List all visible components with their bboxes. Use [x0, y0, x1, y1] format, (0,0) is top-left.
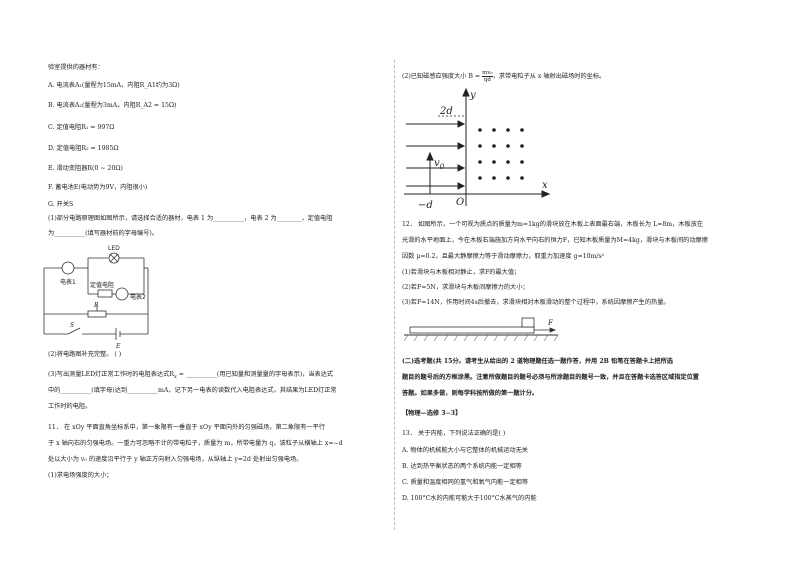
q12-line2: 光滑的水平地面上，今在木板右端施加方向水平向右的恒力F，已知木板质量为M=4kg…: [402, 237, 708, 244]
section-line1: (二)选考题(共 15分。请考生从给出的 2 道物理题任选一题作答，并用 2B …: [402, 358, 673, 365]
q3-line1-c: = __________(用已知量和测量量的字母表示)，当表达式: [176, 371, 334, 378]
origin-label: O: [456, 197, 464, 208]
fraction-denominator: qd: [483, 77, 491, 83]
q1-line2: 为__________(填写器材前的字母编号)。: [48, 230, 159, 237]
led-label: LED: [108, 245, 120, 252]
meter1-label: 电表1: [60, 278, 76, 286]
q12-sub1: (1)若滑块与木板相对静止，求F的最大值；: [402, 269, 521, 276]
circuit-diagram: LED 电表1 电表2 定值电阻 R S E: [43, 245, 149, 350]
section-line2: 题目的题号后的方框涂黑。注意所做题目的题号必须与所涂题目的题号一致，并且在答题卡…: [402, 374, 699, 381]
column-divider: [394, 60, 395, 530]
q11-sub2-b: ，求带电粒子从 x 轴射出磁场时的坐标。: [492, 73, 606, 80]
v0-main: v: [434, 158, 440, 169]
board-block-figure: F: [403, 317, 559, 342]
q13-option-d: D. 100°C水的内能可能大于100°C水蒸气的内能: [402, 495, 537, 502]
q3-line1-a: (3)写出测量LED灯正常工作时的电阻表达式R: [48, 371, 175, 378]
option-b: B. 电流表A₂(量程为3mA，内阻R_A2 = 15Ω): [48, 102, 177, 109]
option-f: F. 蓄电池E(电动势为9V，内阻很小): [48, 184, 148, 191]
option-c: C. 定值电阻R₁ = 997Ω: [48, 124, 115, 131]
q2-text: (2)将电路图补充完整。 ( ): [48, 351, 122, 358]
option-e: E. 滑动变阻器R(0 ~ 20Ω): [48, 165, 123, 172]
s-label: S: [70, 322, 74, 329]
fraction-numerator: mv₀: [482, 70, 493, 77]
q3-line1: (3)写出测量LED灯正常工作时的电阻表达式Rx = __________(用已…: [48, 371, 333, 381]
q13-stem: 13． 关于内能，下列说法正确的是( ): [402, 430, 506, 437]
option-d: D. 定值电阻R₂ = 1985Ω: [48, 145, 119, 152]
e-label: E: [115, 343, 121, 350]
v0-sub: 0: [440, 163, 445, 171]
v0-label: v0: [434, 158, 445, 171]
elective-title: 【物理—选修 3−3】: [402, 410, 462, 417]
option-g: G. 开关S: [48, 201, 74, 208]
q13-option-a: A. 物体的机械能大小与它整体的机械运动无关: [402, 447, 528, 454]
y-axis-label: y: [469, 90, 476, 101]
q12-line1: 12． 如图所示，一个可视为质点的质量为m=1kg的滑块放在木板上表面最右端，木…: [402, 221, 704, 228]
force-label: F: [547, 319, 554, 327]
q11-sub2-a: (2)已知磁感应强度大小 B =: [402, 73, 483, 80]
q3-line2: 中的__________(填字母)达到__________mA，记下另一电表的读…: [48, 387, 337, 394]
x-axis-label: x: [542, 180, 548, 191]
section-line3: 答题。如果多做，则每学科按所做的第一题计分。: [402, 390, 539, 397]
r-label: R: [93, 302, 99, 309]
two-d-label: 2d: [439, 106, 453, 117]
option-a: A. 电流表A₁(量程为15mA，内阻R_A1约为3Ω): [48, 82, 180, 89]
q13-option-b: B. 达到热平衡状态的两个系统内能一定相等: [402, 463, 522, 470]
field-diagram: y x 2d v0 O −d: [404, 87, 551, 211]
fixed-resistor-label: 定值电阻: [90, 281, 114, 289]
q11-line2: 于 x 轴向右的匀强电场。一重力可忽略不计的带电粒子，质量为 m，所带电量为 q…: [48, 440, 343, 447]
intro-text: 验室提供的器材有：: [48, 64, 104, 71]
q11-line3: 处以大小为 v₀ 的速度沿平行于 y 轴正方向射入匀强电场，从纵轴上 y=2d …: [48, 456, 303, 463]
q3-line3: 工作时的电阻。: [48, 403, 92, 410]
q12-sub3: (3)若F=14N，作用时间4s后撤去，求滑块相对木板滑动的整个过程中，系统因摩…: [402, 299, 670, 306]
q3-subscript: x: [174, 374, 177, 381]
meter2-label: 电表2: [130, 293, 146, 301]
q12-line3: 因数 μ=0.2，且最大静摩擦力等于滑动摩擦力，取重力加速度 g=10m/s²: [402, 253, 605, 260]
q11-sub1: (1)求电场强度的大小；: [48, 472, 113, 479]
q11-line1: 11． 在 xOy 平面直角坐标系中，第一象限有一垂直于 xOy 平面向外的匀强…: [48, 424, 325, 431]
neg-d-label: −d: [418, 200, 433, 211]
q13-option-c: C. 质量和温度相同的氢气和氧气内能一定相等: [402, 479, 529, 486]
q12-sub2: (2)若F=5N，求滑块与木板间摩擦力的大小；: [402, 284, 529, 291]
q1-line1: (1)部分电路原理图如图所示，请选择合适的器材，电表 1 为__________…: [48, 215, 333, 222]
